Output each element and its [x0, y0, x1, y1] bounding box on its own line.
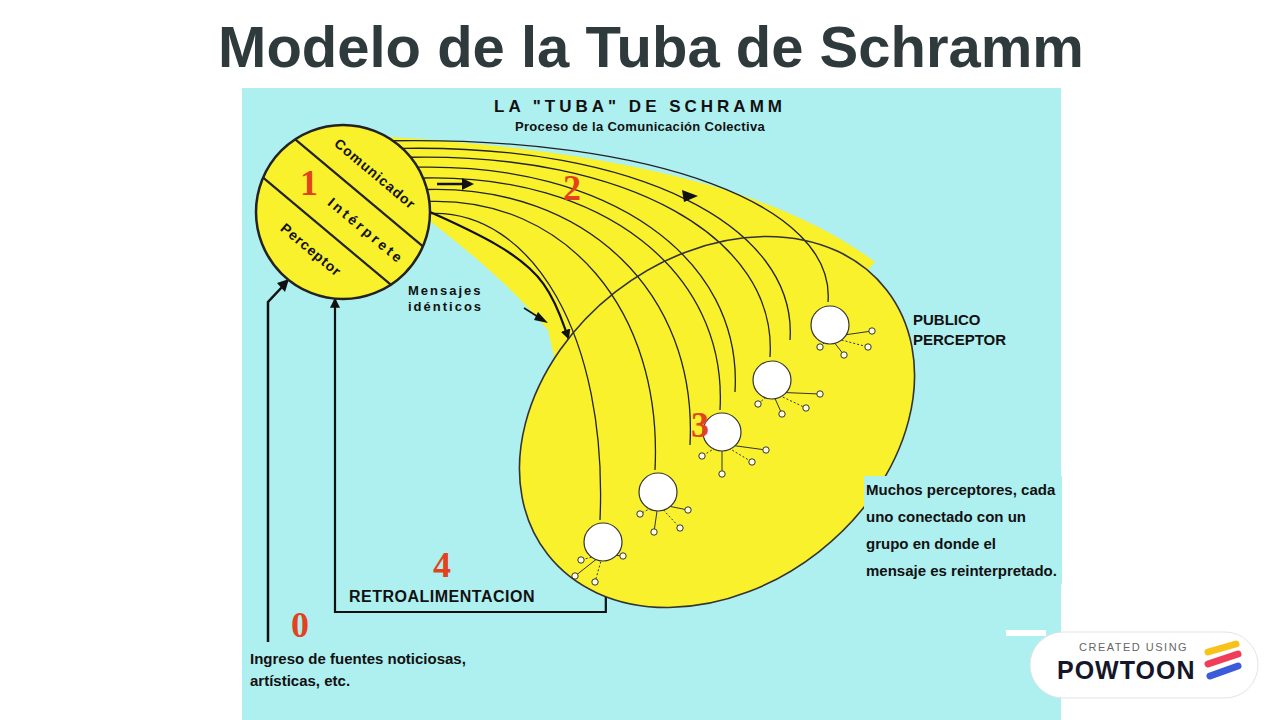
feedback-line — [335, 299, 606, 612]
watermark-bar — [1006, 630, 1046, 636]
panel-heading: LA "TUBA" DE SCHRAMM — [494, 97, 786, 117]
message-line — [402, 148, 790, 340]
message-lines — [393, 141, 828, 520]
pointer-arrowhead — [534, 312, 548, 323]
perceiver-figure — [699, 413, 769, 477]
watermark-box — [1030, 632, 1258, 698]
communicator-circle: ComunicadorIntérpretePerceptor — [255, 124, 431, 300]
callout-number: 2 — [563, 170, 581, 206]
message-line — [427, 189, 690, 445]
perceiver-figure — [811, 306, 875, 358]
watermark-text: CREATED USING — [1079, 641, 1188, 654]
message-line — [429, 201, 655, 470]
flow-arrow — [437, 183, 466, 186]
page-title: Modelo de la Tuba de Schramm — [218, 12, 1084, 82]
edge-label: RETROALIMENTACION — [347, 587, 537, 606]
perceiver-figure — [637, 473, 691, 535]
input-arrow — [268, 286, 283, 642]
input-note: Ingreso de fuentes noticiosas, artística… — [250, 648, 495, 692]
message-flow — [430, 212, 569, 339]
message-line — [411, 157, 771, 357]
message-note: Mensajes idénticos — [408, 283, 526, 314]
callout-number: 0 — [291, 607, 309, 643]
message-line — [418, 167, 736, 392]
callout-number: 4 — [433, 547, 451, 583]
callout-number: 1 — [300, 165, 318, 201]
flow-arrowhead — [682, 190, 698, 202]
audience-note: Muchos perceptores, cada uno conectado c… — [864, 476, 1062, 584]
callout-number: 3 — [691, 407, 709, 443]
audience-ellipse: PUBLICO PERCEPTORMuchos perceptores, cad… — [505, 220, 935, 624]
perceiver-figure — [572, 523, 626, 585]
flow-arrowhead — [462, 178, 474, 190]
message-line — [430, 213, 601, 520]
audience-heading: PUBLICO PERCEPTOR — [913, 310, 1021, 351]
message-line — [393, 141, 828, 302]
watermark-logo — [1208, 644, 1238, 676]
perceiver-figure — [753, 361, 823, 417]
panel-subtitle: Proceso de la Comunicación Colectiva — [515, 119, 765, 135]
input-arrowhead — [277, 279, 289, 292]
panel — [242, 88, 1061, 720]
watermark-brand: POWTOON — [1057, 655, 1195, 685]
